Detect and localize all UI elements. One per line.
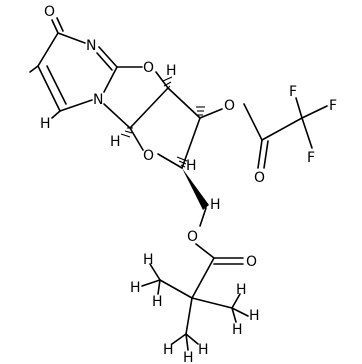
atom-o-carbonyl-tfa: O: [254, 170, 265, 186]
bond-m2-ha: [231, 293, 241, 309]
atom-n-ring: N: [86, 38, 96, 54]
bond-o-furan-c4p: [157, 153, 183, 169]
bond-m1-ha: [149, 263, 161, 281]
atom-o-furan: O: [143, 148, 154, 164]
atom-h-methyl3-a: H: [163, 342, 174, 358]
atom-h-c6: H: [40, 116, 51, 132]
hash-bond-c2p-h: [162, 76, 173, 91]
bond-c-carbonyl-o-1: [257, 139, 263, 169]
atom-h-methyl3-c: H: [198, 342, 209, 358]
bond-lines: [29, 17, 328, 351]
atom-o-keto: O: [44, 4, 55, 20]
atom-h-methyl2-c: H: [232, 322, 243, 338]
bond-m1-hc: [157, 279, 161, 295]
bond-c4-n3: [57, 32, 86, 44]
bond-m3-hc: [185, 333, 199, 345]
bond-cq-methyl-right: [191, 297, 233, 309]
bond-c-carbonyl-cf3: [261, 117, 303, 141]
atom-h-c1p: H: [110, 134, 121, 150]
atom-h-methyl1-b: H: [130, 280, 141, 296]
bond-cf3-f2: [301, 105, 328, 119]
atom-n-bridge: N: [93, 92, 103, 108]
bond-m2-hc: [231, 307, 237, 323]
bond-c2-n1: [103, 66, 118, 93]
bond-ch2-o-piv: [199, 207, 207, 227]
bond-m3-ha: [171, 333, 187, 345]
bond-m1-hb: [141, 279, 161, 287]
atom-h-methyl1-a: H: [143, 252, 154, 268]
bond-o-ester-c-carbonyl: [243, 103, 263, 141]
bond-c6-c5: [37, 65, 61, 112]
atom-h-methyl2-a: H: [236, 282, 247, 298]
bond-m2-hb: [231, 307, 249, 317]
atom-o-oxazole: O: [143, 60, 154, 76]
stereo-bonds: [120, 76, 209, 210]
bond-cf3-f1: [295, 97, 303, 119]
atom-o-ester-tfa: O: [224, 98, 235, 114]
bond-c1p-n1: [103, 103, 131, 129]
bond-o-piv-c-carbonyl: [195, 243, 215, 259]
atom-h-c4p: H: [186, 158, 197, 174]
bond-cf3-f3: [301, 117, 313, 149]
bond-c5-h: [29, 65, 39, 73]
hash-bond-c4p-h: [176, 156, 188, 168]
wedge-bond-c4p-ch2: [182, 168, 209, 210]
bond-c6-c5-double: [46, 65, 67, 105]
bond-cq-methyl-down: [185, 297, 193, 335]
atom-f3: F: [307, 150, 315, 166]
atom-h-methyl2-b: H: [249, 308, 260, 324]
atom-o-ester-piv: O: [187, 229, 198, 245]
atom-h-c2p: H: [166, 63, 177, 79]
bond-c-carbonyl-o-2: [263, 140, 269, 169]
bond-c3p-o-ester: [199, 108, 223, 119]
atom-f1: F: [289, 84, 297, 100]
bond-c4-o-keto: [51, 19, 59, 34]
bond-c6-h: [51, 110, 61, 119]
bond-c4-o-keto-2: [56, 17, 64, 32]
atom-labels: O N O N O O O F F F O O H H H H H H H H …: [40, 4, 337, 364]
hash-bond-c1p-h: [120, 127, 133, 138]
atom-h-methyl3-b: H: [183, 350, 194, 364]
bond-c5-c4: [37, 32, 59, 67]
atom-o-carbonyl-piv: O: [246, 254, 257, 270]
bond-m3-hb: [185, 333, 189, 351]
bond-c3p-c2p: [167, 87, 201, 119]
bond-cq-methyl-left: [159, 279, 193, 299]
bond-n3-c2: [98, 46, 118, 68]
hash-bond-c3p-h: [196, 106, 205, 116]
atom-h-ch2: H: [210, 197, 221, 213]
atom-f2: F: [329, 98, 337, 114]
bond-piv-c-cq: [191, 257, 215, 299]
bond-n1-c6: [59, 99, 93, 112]
bond-c2p-c1p: [129, 87, 169, 129]
bond-c1p-o-furan: [129, 127, 144, 151]
bond-n3-c2-double: [96, 52, 113, 71]
atom-h-methyl1-c: H: [152, 294, 163, 310]
